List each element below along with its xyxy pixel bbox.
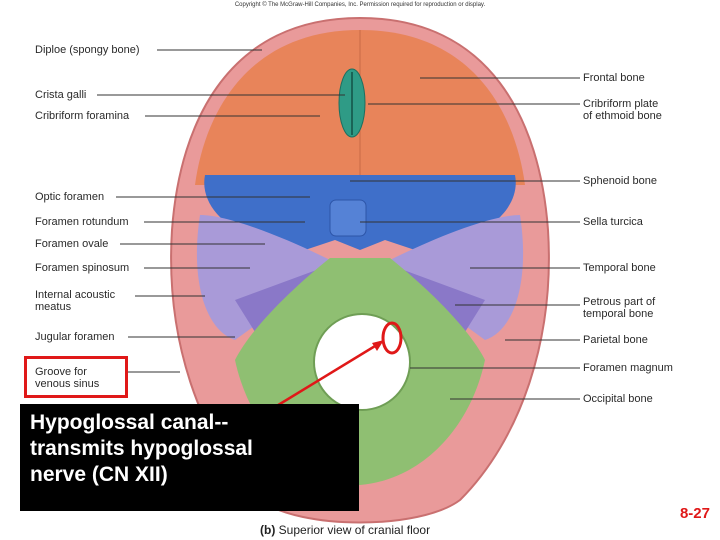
label-internal-acoustic-meatus: Internal acoustic meatus	[35, 289, 115, 313]
label-cribriform-plate: Cribriform plate of ethmoid bone	[583, 98, 662, 122]
hypoglossal-arrow	[269, 341, 381, 412]
leader-lines-left	[97, 49, 345, 373]
caption-part: (b)	[260, 523, 276, 537]
label-optic-foramen: Optic foramen	[35, 191, 105, 203]
copyright-notice: Copyright © The McGraw-Hill Companies, I…	[234, 2, 486, 8]
label-foramen-spinosum: Foramen spinosum	[35, 262, 130, 274]
hypoglossal-canal-highlight	[381, 321, 403, 355]
hypoglossal-callout: Hypoglossal canal-- transmits hypoglossa…	[20, 404, 359, 511]
temporal-bone-right	[390, 215, 524, 340]
label-jugular-foramen: Jugular foramen	[35, 331, 115, 343]
label-crista-galli: Crista galli	[35, 89, 87, 101]
temporal-bone-left	[196, 215, 330, 340]
label-internal-acoustic-line1: Internal acoustic	[35, 289, 116, 301]
label-groove-line2: venous sinus	[35, 378, 100, 390]
label-foramen-rotundum: Foramen rotundum	[35, 216, 129, 228]
callout-line1: Hypoglossal canal--	[30, 411, 229, 434]
label-groove-venous-sinus: Groove for venous sinus	[35, 366, 99, 390]
sella-turcica-shape	[329, 199, 367, 237]
label-internal-acoustic-line2: meatus	[35, 301, 72, 313]
label-sella-turcica: Sella turcica	[583, 216, 643, 228]
label-diploe: Diploe (spongy bone)	[35, 44, 140, 56]
label-petrous-line2: temporal bone	[583, 308, 654, 320]
label-frontal-bone: Frontal bone	[583, 72, 645, 84]
caption-text: Superior view of cranial floor	[278, 523, 431, 537]
label-cribriform-plate-line2: of ethmoid bone	[583, 110, 662, 122]
label-foramen-magnum: Foramen magnum	[583, 362, 673, 374]
label-cribriform-foramina: Cribriform foramina	[35, 110, 130, 122]
label-temporal-bone: Temporal bone	[583, 262, 656, 274]
label-foramen-ovale: Foramen ovale	[35, 238, 109, 250]
label-groove-line1: Groove for	[35, 366, 87, 378]
slide-number: 8-27	[679, 505, 710, 522]
label-petrous-line1: Petrous part of	[583, 296, 656, 308]
leader-lines-right	[350, 77, 580, 400]
figure-caption: (b) Superior view of cranial floor	[260, 523, 430, 537]
label-occipital-bone: Occipital bone	[583, 393, 653, 405]
label-sphenoid-bone: Sphenoid bone	[583, 175, 658, 187]
groove-highlight-box	[24, 356, 128, 398]
label-parietal-bone: Parietal bone	[583, 334, 648, 346]
foramen-magnum-shape	[313, 313, 411, 411]
callout-line2: transmits hypoglossal	[30, 437, 253, 460]
callout-line3: nerve (CN XII)	[30, 463, 168, 486]
label-cribriform-plate-line1: Cribriform plate	[583, 98, 659, 110]
label-petrous-part: Petrous part of temporal bone	[583, 296, 655, 320]
